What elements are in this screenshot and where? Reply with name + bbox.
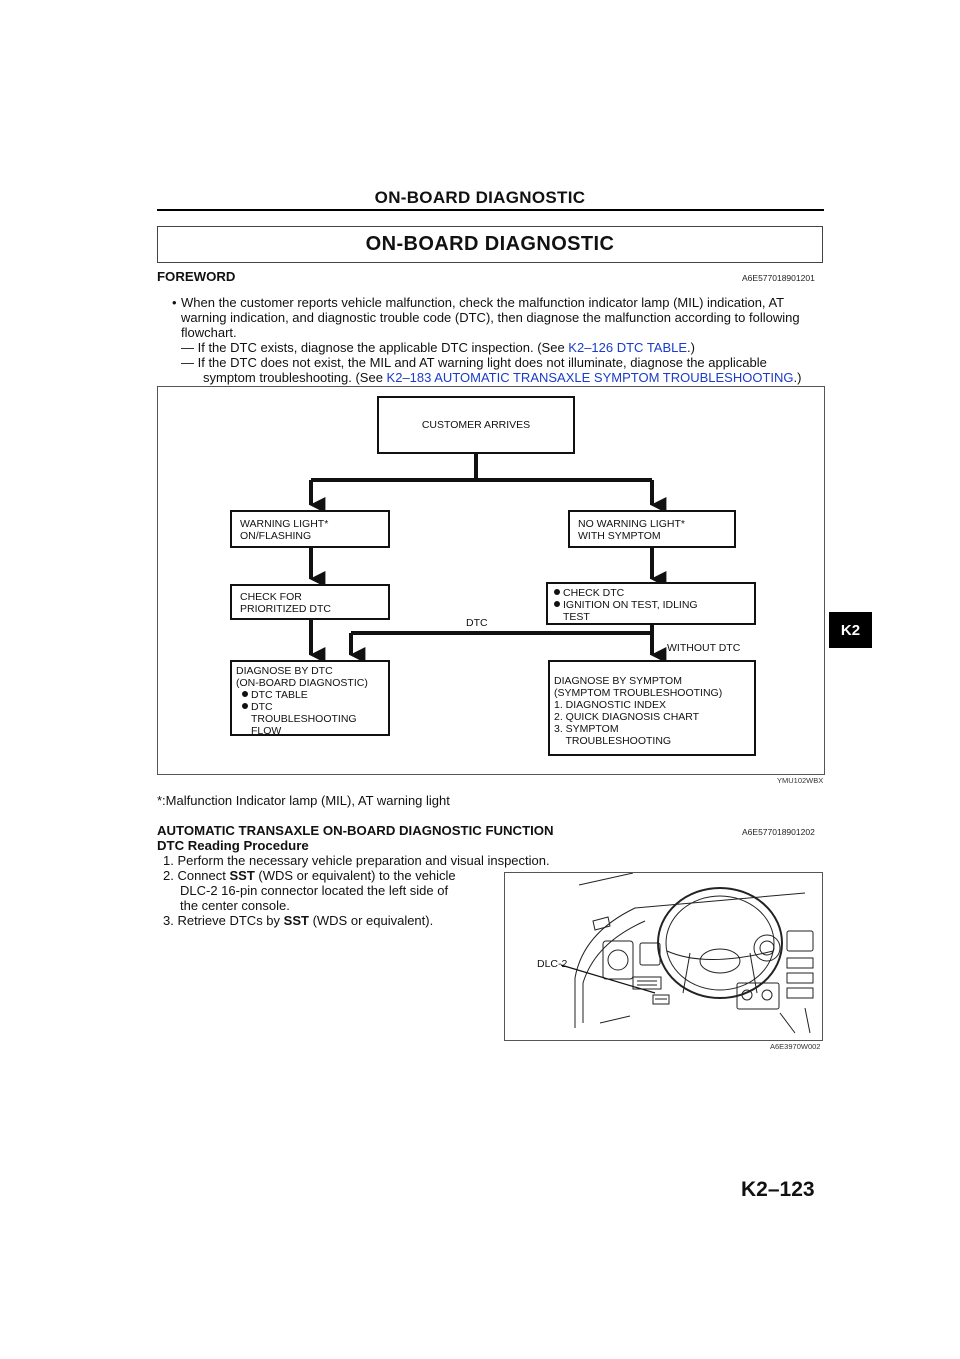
bullet-dot-icon: [554, 601, 560, 607]
flow-diag-symptom-label: DIAGNOSE BY SYMPTOM (SYMPTOM TROUBLESHOO…: [554, 675, 723, 747]
flow-warning-light-label: WARNING LIGHT* ON/FLASHING: [240, 518, 329, 542]
flow-check-dtc: CHECK DTC IGNITION ON TEST, IDLING TEST: [546, 582, 756, 625]
dash2-end: .): [793, 370, 802, 385]
section-title-box: ON-BOARD DIAGNOSTIC: [157, 226, 823, 263]
flow-warning-light: WARNING LIGHT* ON/FLASHING: [230, 510, 390, 548]
foreword-bullet-line1: When the customer reports vehicle malfun…: [181, 295, 785, 310]
figure-id-dashboard: A6E3970W002: [770, 1042, 821, 1051]
page-number: K2–123: [741, 1178, 815, 1201]
foreword-code: A6E577018901201: [742, 273, 815, 283]
procedure-step-2-line2: DLC-2 16-pin connector located the left …: [180, 883, 449, 898]
dashboard-figure: DLC-2: [504, 872, 823, 1041]
flow-no-warning-light-label: NO WARNING LIGHT* WITH SYMPTOM: [578, 518, 685, 542]
side-tab-label: K2: [840, 621, 861, 639]
procedure-step-2-line3: the center console.: [180, 898, 290, 913]
sst-bold: SST: [283, 913, 309, 928]
step3-text-a: 3. Retrieve DTCs by: [163, 913, 284, 928]
flow-diagnose-by-dtc: DIAGNOSE BY DTC (ON-BOARD DIAGNOSTIC) DT…: [230, 660, 390, 737]
foreword-heading: FOREWORD: [157, 269, 236, 284]
dash1-end: .): [687, 340, 695, 355]
section-title: ON-BOARD DIAGNOSTIC: [365, 233, 615, 255]
flow-check-prioritized: CHECK FOR PRIORITIZED DTC: [230, 584, 390, 620]
foreword-bullet-line3: flowchart.: [181, 325, 237, 340]
flow-label-without-dtc: WITHOUT DTC: [667, 642, 741, 654]
flow-no-warning-light: NO WARNING LIGHT* WITH SYMPTOM: [568, 510, 736, 548]
dtc-reading-procedure-heading: DTC Reading Procedure: [157, 838, 309, 853]
flow-diag-dtc-item2: DTC: [236, 701, 384, 713]
bullet-dot-icon: [242, 691, 248, 697]
flow-check-dtc-item2-text: IGNITION ON TEST, IDLING: [563, 599, 698, 611]
flow-check-dtc-item2-cont: TEST: [563, 611, 590, 623]
footnote: *:Malfunction Indicator lamp (MIL), AT w…: [157, 793, 450, 808]
step2-text-b: (WDS or equivalent) to the vehicle: [254, 868, 456, 883]
procedure-step-3: 3. Retrieve DTCs by SST (WDS or equivale…: [163, 913, 433, 928]
step3-text-b: (WDS or equivalent).: [308, 913, 434, 928]
running-header: ON-BOARD DIAGNOSTIC: [374, 188, 586, 207]
sst-bold: SST: [229, 868, 255, 883]
bullet-dot-icon: [242, 703, 248, 709]
flow-label-dtc: DTC: [466, 617, 488, 629]
bullet-marker: •: [172, 295, 177, 310]
flow-diag-dtc-item2-text: DTC: [251, 701, 273, 713]
flow-check-dtc-item1: CHECK DTC: [554, 587, 748, 599]
flow-check-prioritized-label: CHECK FOR PRIORITIZED DTC: [240, 591, 331, 615]
link-symptom-troubleshooting[interactable]: K2–183 AUTOMATIC TRANSAXLE SYMPTOM TROUB…: [386, 370, 794, 385]
dash2-text: symptom troubleshooting. (See: [203, 370, 387, 385]
dash1-text: — If the DTC exists, diagnose the applic…: [181, 340, 569, 355]
flow-diag-dtc-item1: DTC TABLE: [236, 689, 384, 701]
side-tab-k2[interactable]: K2: [829, 612, 872, 648]
flow-customer-arrives: CUSTOMER ARRIVES: [377, 396, 575, 454]
flow-customer-arrives-label: CUSTOMER ARRIVES: [421, 419, 531, 431]
header-rule: [157, 209, 824, 211]
foreword-dash2-line2: symptom troubleshooting. (See K2–183 AUT…: [203, 370, 801, 385]
foreword-bullet-line2: warning indication, and diagnostic troub…: [181, 310, 800, 325]
step2-text-a: 2. Connect: [163, 868, 230, 883]
flow-check-dtc-item1-text: CHECK DTC: [563, 587, 625, 599]
flow-diagnose-by-symptom: DIAGNOSE BY SYMPTOM (SYMPTOM TROUBLESHOO…: [548, 660, 756, 756]
function-heading: AUTOMATIC TRANSAXLE ON-BOARD DIAGNOSTIC …: [157, 823, 554, 838]
flow-diag-dtc-item1-text: DTC TABLE: [251, 689, 308, 701]
flow-diag-dtc-item2-cont: TROUBLESHOOTING FLOW: [251, 713, 357, 737]
dashboard-illustration: [560, 873, 814, 1034]
procedure-step-1: 1. Perform the necessary vehicle prepara…: [163, 853, 550, 868]
function-code: A6E577018901202: [742, 827, 815, 837]
bullet-dot-icon: [554, 589, 560, 595]
flow-check-dtc-item2: IGNITION ON TEST, IDLING: [554, 599, 748, 611]
figure-id-flowchart: YMU102WBX: [777, 776, 824, 785]
procedure-step-2: 2. Connect SST (WDS or equivalent) to th…: [163, 868, 456, 883]
flowchart-connectors: [309, 454, 667, 663]
foreword-dash1: — If the DTC exists, diagnose the applic…: [181, 340, 695, 355]
dlc-2-label: DLC-2: [537, 958, 568, 970]
flow-diag-dtc-heading: DIAGNOSE BY DTC (ON-BOARD DIAGNOSTIC): [236, 665, 368, 689]
flowchart-figure: CUSTOMER ARRIVES WARNING LIGHT* ON/FLASH…: [157, 386, 825, 775]
foreword-dash2-line1: — If the DTC does not exist, the MIL and…: [181, 355, 767, 370]
link-dtc-table[interactable]: K2–126 DTC TABLE: [568, 340, 688, 355]
